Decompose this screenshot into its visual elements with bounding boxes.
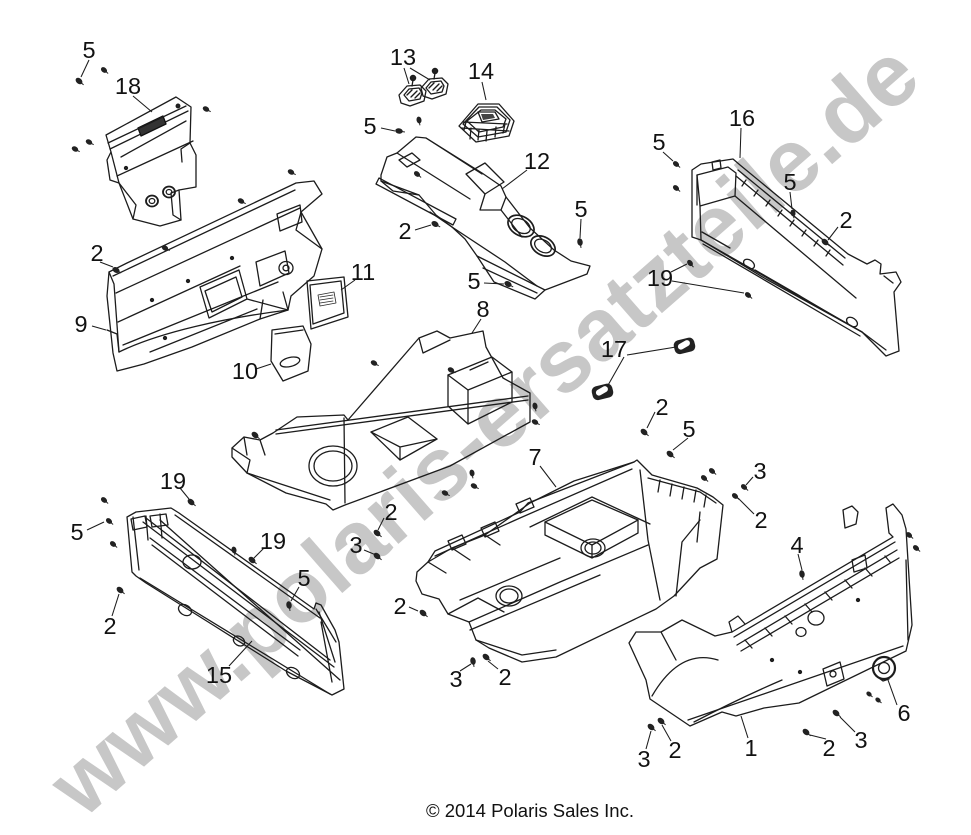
- svg-text:3: 3: [753, 458, 766, 484]
- svg-text:2: 2: [384, 499, 397, 525]
- svg-text:2: 2: [839, 207, 852, 233]
- svg-text:16: 16: [729, 105, 755, 131]
- svg-text:11: 11: [351, 259, 375, 285]
- svg-text:2: 2: [90, 240, 103, 266]
- svg-text:8: 8: [476, 296, 489, 322]
- svg-text:3: 3: [449, 666, 462, 692]
- svg-text:2: 2: [393, 593, 406, 619]
- svg-text:3: 3: [854, 727, 867, 753]
- svg-text:6: 6: [897, 700, 910, 726]
- svg-text:19: 19: [260, 528, 286, 554]
- svg-text:2: 2: [103, 613, 116, 639]
- svg-text:4: 4: [790, 532, 803, 558]
- svg-text:7: 7: [528, 444, 541, 470]
- svg-text:5: 5: [467, 268, 480, 294]
- svg-text:2: 2: [822, 735, 835, 761]
- svg-text:3: 3: [349, 532, 362, 558]
- svg-text:5: 5: [363, 113, 376, 139]
- svg-text:2: 2: [398, 218, 411, 244]
- svg-text:12: 12: [524, 148, 550, 174]
- svg-text:© 2014 Polaris Sales Inc.: © 2014 Polaris Sales Inc.: [426, 800, 634, 821]
- svg-text:18: 18: [115, 73, 141, 99]
- svg-text:5: 5: [297, 565, 310, 591]
- svg-text:5: 5: [682, 416, 695, 442]
- svg-text:5: 5: [652, 129, 665, 155]
- svg-text:13: 13: [390, 44, 416, 70]
- svg-text:5: 5: [70, 519, 83, 545]
- svg-text:10: 10: [232, 358, 258, 384]
- svg-text:19: 19: [647, 265, 673, 291]
- svg-text:14: 14: [468, 58, 494, 84]
- svg-text:19: 19: [160, 468, 186, 494]
- svg-text:3: 3: [637, 746, 650, 772]
- svg-text:17: 17: [601, 336, 627, 362]
- svg-text:5: 5: [574, 196, 587, 222]
- svg-text:15: 15: [206, 662, 232, 688]
- svg-text:2: 2: [498, 664, 511, 690]
- svg-text:9: 9: [74, 311, 87, 337]
- svg-text:5: 5: [783, 169, 796, 195]
- svg-text:5: 5: [82, 37, 95, 63]
- svg-text:2: 2: [754, 507, 767, 533]
- svg-text:2: 2: [668, 737, 681, 763]
- svg-text:1: 1: [744, 735, 757, 761]
- svg-text:2: 2: [655, 394, 668, 420]
